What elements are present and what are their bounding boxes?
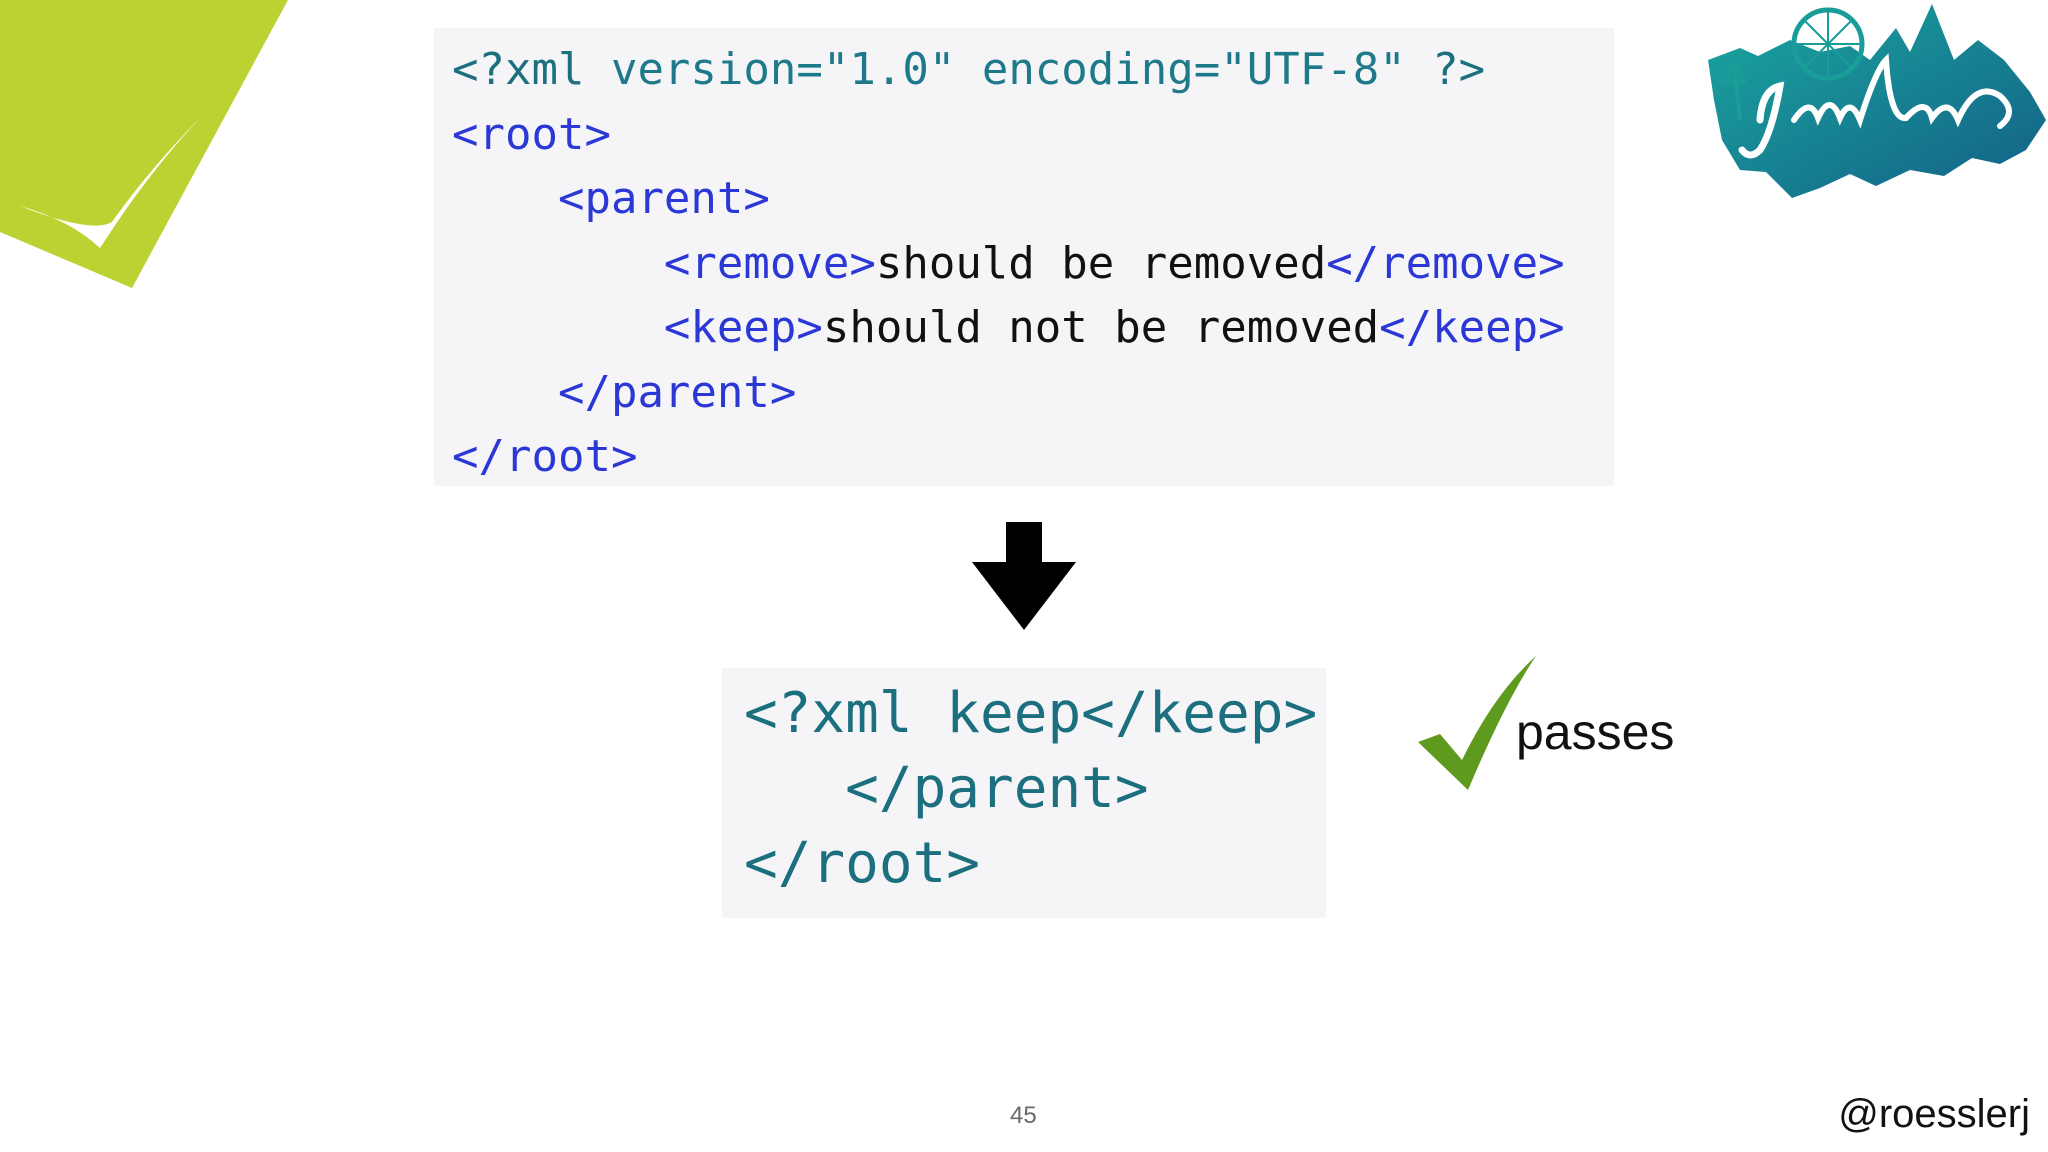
xml-declaration-name: xml [504,44,611,95]
result-root-close-tag: </root> [744,831,981,896]
parent-close-tag: </parent> [557,366,797,418]
attr-encoding-value: "UTF-8" [1220,44,1406,95]
parent-open-tag: <parent> [557,173,770,224]
root-open-tag: <root> [452,108,611,160]
code-line-keep: <keep>should not be removed</keep> [452,296,1614,361]
result-xml-fragment: <?xml [744,681,947,746]
xml-declaration-open: <? [452,44,505,95]
attr-separator [955,44,982,95]
xml-declaration-close: ?> [1405,44,1486,95]
attr-version-name: version= [610,44,823,95]
original-xml-code-block: <?xml version="1.0" encoding="UTF-8" ?><… [434,28,1614,486]
result-parent-close-tag: </parent> [845,756,1149,821]
remove-text: should be removed [875,237,1327,289]
page-number: 45 [1010,1102,1037,1129]
remove-close-tag: </remove> [1326,237,1565,289]
code-line-declaration: <?xml version="1.0" encoding="UTF-8" ?> [452,38,1614,103]
passes-label: passes [1516,704,1675,760]
root-close-tag: </root> [452,431,638,482]
code-line-remove: <remove>should be removed</remove> [452,232,1614,297]
arrow-down-icon [972,522,1076,630]
result-keep-fragment: keep</keep> [946,681,1318,746]
code-line-parent-open: <parent> [452,167,1614,232]
result-line-1: <?xml keep</keep> [744,676,1326,751]
code-line-parent-close: </parent> [452,361,1614,426]
keep-close-tag: </keep> [1379,302,1565,353]
code-line-root-close: </root> [452,425,1614,490]
remove-open-tag: <remove> [663,237,876,289]
corner-check-logo [0,0,288,288]
result-line-3: </root> [744,826,1326,901]
javaland-logo [1708,4,2046,198]
keep-open-tag: <keep> [663,302,823,353]
code-line-root-open: <root> [452,103,1614,168]
checkmark-icon [1418,656,1536,790]
result-xml-code-block: <?xml keep</keep> </parent> </root> [722,668,1326,918]
keep-text: should not be removed [822,302,1380,353]
attr-version-value: "1.0" [822,44,956,95]
author-handle: @roesslerj [1838,1092,2030,1136]
attr-encoding-name: encoding= [981,44,1221,95]
result-line-2: </parent> [744,751,1326,826]
